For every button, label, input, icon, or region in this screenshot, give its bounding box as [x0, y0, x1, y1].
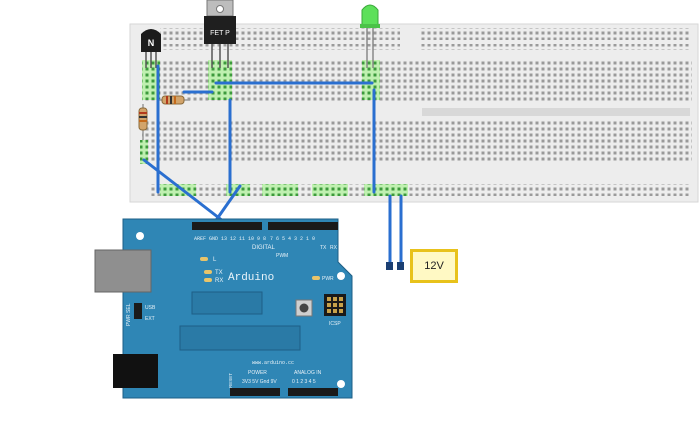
power-header: [230, 388, 280, 396]
connected-column-low-left: [140, 140, 148, 164]
pwr-label: PWR: [322, 276, 334, 282]
digital-header-right: [268, 222, 338, 230]
tx-label: TX: [215, 270, 223, 276]
connected-bottom-4: [312, 184, 348, 196]
pwr-sel-label: PWR SEL: [126, 303, 132, 326]
top-rail-4: [420, 44, 690, 50]
analog-header: [288, 388, 338, 396]
rx-pin-label: RX: [330, 245, 338, 251]
power-jack: [113, 354, 158, 388]
npn-label: N: [148, 38, 155, 48]
resistor-horizontal: [158, 95, 190, 105]
pwm-label: PWM: [276, 253, 288, 259]
lower-terminal-strip: [142, 120, 692, 162]
wire-terminal-1: [386, 262, 393, 270]
usb-connector: [94, 249, 152, 293]
top-rail-1: [160, 28, 400, 40]
fet-label: FET P: [210, 30, 230, 37]
arduino-board: AREF GND 13 12 11 10 9 8 7 6 5 4 3 2 1 0…: [94, 218, 353, 399]
usb-label: USB: [145, 305, 156, 311]
top-pin-labels-right: 7 6 5 4 3 2 1 0: [270, 236, 315, 242]
digital-label: DIGITAL: [252, 245, 276, 251]
power-pin-labels: 3V3 5V Gnd 9V: [242, 379, 277, 385]
breadboard: [129, 23, 699, 203]
center-channel: [422, 108, 690, 116]
tx-pin-label: TX: [320, 245, 327, 251]
npn-transistor: N: [141, 29, 161, 68]
green-led: [360, 4, 380, 68]
pwr-sel-jumper: [134, 303, 142, 319]
connected-bottom-3: [262, 184, 298, 196]
connected-column-npn: [142, 60, 160, 100]
connected-column-led: [362, 60, 380, 100]
upper-terminal-strip: [142, 60, 692, 102]
reset-label: RESET: [228, 373, 233, 388]
ext-label: EXT: [145, 316, 155, 322]
analog-pin-labels: 0 1 2 3 4 5: [292, 379, 316, 385]
top-pin-labels-left: AREF GND 13 12 11 10 9 8: [194, 236, 266, 242]
arduino-brand: Arduino: [228, 272, 274, 284]
power-label: POWER: [248, 370, 267, 376]
top-rail-3: [160, 44, 400, 50]
fet-transistor: FET P: [204, 0, 236, 68]
resistor-vertical: [138, 104, 148, 140]
rx-label: RX: [215, 278, 223, 284]
top-rail-2: [420, 28, 690, 40]
power-supply-12v: 12V: [410, 249, 458, 283]
wire-terminal-2: [397, 262, 404, 270]
digital-header-left: [192, 222, 262, 230]
connected-bottom-5: [364, 184, 408, 196]
arduino-website: www.arduino.cc: [252, 360, 294, 366]
icsp-label: ICSP: [329, 321, 341, 327]
analog-label: ANALOG IN: [294, 370, 322, 376]
power-supply-label: 12V: [424, 260, 444, 272]
led-l-label: L: [213, 257, 217, 263]
